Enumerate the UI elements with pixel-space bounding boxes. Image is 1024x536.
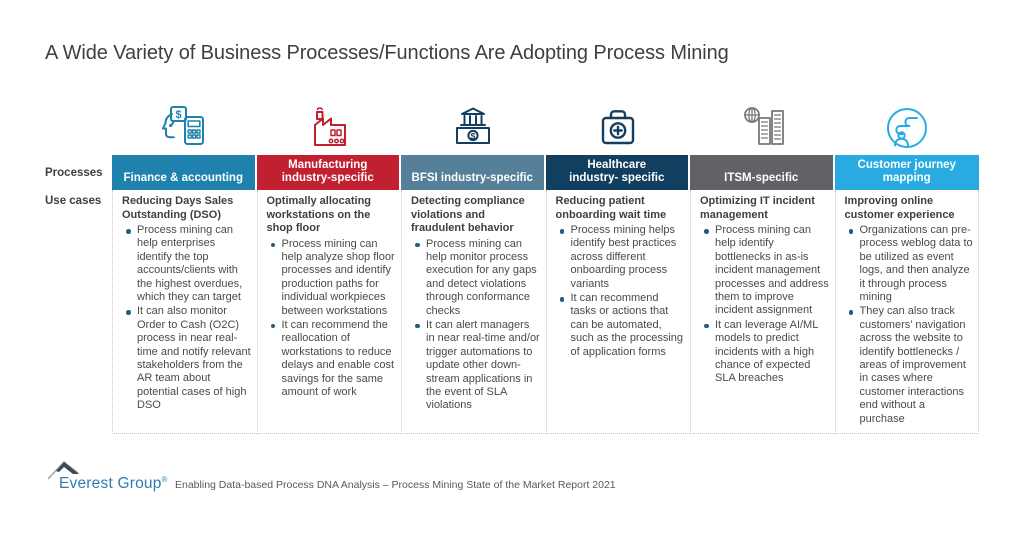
use-case-itsm: Optimizing IT incident management Proces…: [690, 190, 835, 435]
use-case-title: Detecting compliance violations and frau…: [411, 195, 525, 234]
use-case-bullet: Organizations can pre-process weblog dat…: [845, 224, 974, 304]
use-case-finance: Reducing Days Sales Outstanding (DSO) Pr…: [112, 190, 257, 435]
use-case-bullet: Process mining helps identify best pract…: [556, 224, 686, 291]
use-case-bullet: It can recommend tasks or actions that c…: [556, 292, 686, 359]
column-header-bfsi: BFSI industry-specific: [401, 155, 546, 190]
mountain-peak-icon: [47, 461, 79, 480]
use-case-healthcare: Reducing patient onboarding wait time Pr…: [545, 190, 690, 435]
use-case-bullet: Process mining can help monitor process …: [411, 238, 541, 318]
use-case-bullet: They can also track customers’ navigatio…: [845, 305, 974, 426]
finance-accounting-icon: $: [112, 102, 257, 155]
use-case-bullet: Process mining can help analyze shop flo…: [267, 238, 397, 318]
everest-group-wordmark: Everest Group®: [59, 474, 168, 492]
everest-group-logo: Everest Group®: [45, 458, 173, 494]
footer: Everest Group® Enabling Data-based Proce…: [45, 458, 616, 494]
source-citation: Enabling Data-based Process DNA Analysis…: [175, 479, 616, 491]
column-header-itsm: ITSM-specific: [690, 155, 835, 190]
use-case-bullet: It can also monitor Order to Cash (O2C) …: [122, 305, 252, 412]
use-case-bullet: Process mining can help enterprises iden…: [122, 224, 252, 304]
medical-bag-icon: [546, 102, 691, 155]
use-case-title: Reducing patient onboarding wait time: [555, 195, 667, 221]
row-label-processes: Processes: [45, 166, 103, 179]
use-case-manufacturing: Optimally allocating workstations on the…: [256, 190, 401, 435]
use-case-bullet: It can leverage AI/ML models to predict …: [700, 319, 830, 386]
factory-icon: [257, 102, 402, 155]
use-case-title: Optimizing IT incident management: [700, 195, 815, 221]
row-label-use-cases: Use cases: [45, 195, 102, 207]
use-case-customer-journey: Improving online customer experience Org…: [834, 190, 979, 435]
column-header-manufacturing: Manufacturing industry-specific: [256, 155, 401, 190]
gutter-spacer: [45, 102, 112, 155]
bank-money-icon: $: [401, 102, 546, 155]
customer-journey-icon: [835, 102, 980, 155]
svg-text:$: $: [176, 109, 182, 121]
page-title: A Wide Variety of Business Processes/Fun…: [45, 42, 729, 64]
use-case-bullet: It can recommend the reallocation of wor…: [267, 319, 397, 399]
column-header-customer-journey: Customer journey mapping: [834, 155, 979, 190]
use-case-bullet: Process mining can help identify bottlen…: [700, 224, 830, 318]
process-mining-table: Processes Use cases $ Finance & accounti…: [45, 102, 980, 435]
column-header-finance: Finance & accounting: [112, 155, 257, 190]
registered-mark: ®: [161, 474, 168, 484]
column-header-healthcare: Healthcare industry- specific: [545, 155, 690, 190]
use-case-title: Improving online customer experience: [844, 195, 955, 221]
use-case-bullet: It can alert managers in near real-time …: [411, 319, 541, 413]
svg-text:$: $: [471, 131, 476, 141]
use-case-bfsi: Detecting compliance violations and frau…: [401, 190, 546, 435]
use-case-title: Reducing Days Sales Outstanding (DSO): [122, 195, 234, 221]
it-buildings-icon: [690, 102, 835, 155]
use-case-title: Optimally allocating workstations on the…: [266, 195, 372, 234]
